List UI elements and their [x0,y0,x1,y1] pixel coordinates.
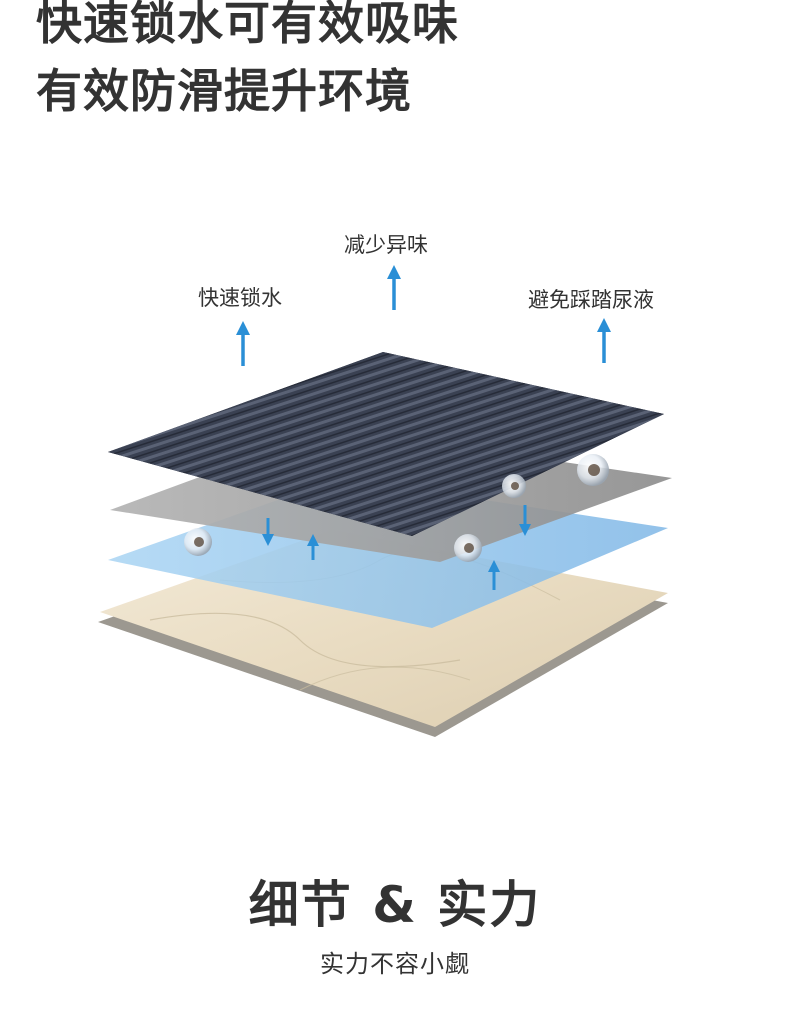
section-title: 细节 & 实力 [248,876,542,934]
headline-line-2: 有效防滑提升环境 [36,64,412,118]
carpet-top-layer [108,352,664,536]
callout-lock-water: 快速锁水 [198,286,282,310]
headline-line-1: 快速锁水可有效吸味 [36,0,459,50]
flow-arrows [262,505,531,590]
callout-reduce-odor: 减少异味 [344,233,428,257]
callout-arrows [236,265,611,366]
section-subtitle: 实力不容小觑 [320,950,470,978]
dirt-particles [184,454,609,562]
callout-avoid-urine: 避免踩踏尿液 [528,288,654,312]
